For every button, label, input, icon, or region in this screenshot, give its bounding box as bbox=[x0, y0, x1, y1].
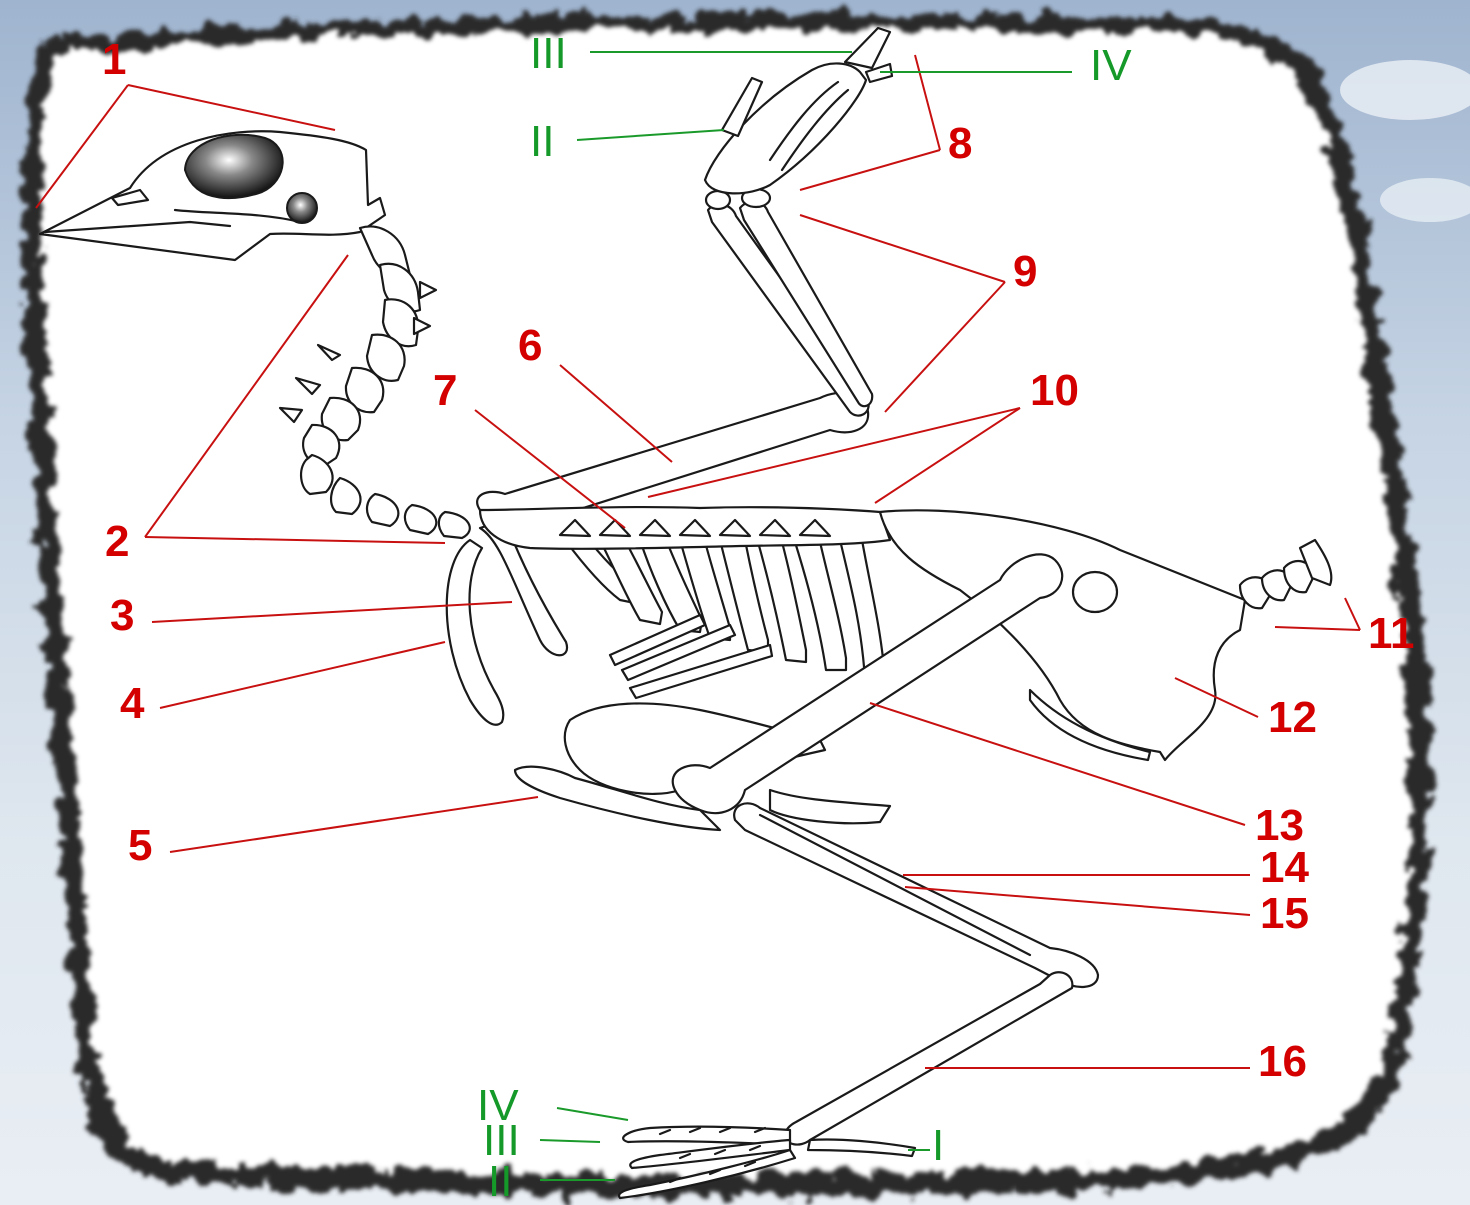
sky-clouds bbox=[1340, 60, 1470, 222]
label-1: 1 bbox=[102, 35, 126, 84]
pelvis-foramen bbox=[1073, 572, 1117, 612]
wing-digit-iii-label: III bbox=[530, 29, 567, 78]
label-3: 3 bbox=[110, 591, 134, 640]
label-7: 7 bbox=[433, 366, 457, 415]
label-14: 14 bbox=[1260, 843, 1309, 892]
foot-digit-i-label: I bbox=[932, 1121, 944, 1170]
label-16: 16 bbox=[1258, 1037, 1307, 1086]
foot-digit-ii-label: II bbox=[488, 1157, 512, 1205]
label-6: 6 bbox=[518, 321, 542, 370]
label-8: 8 bbox=[948, 119, 972, 168]
label-5: 5 bbox=[128, 821, 152, 870]
back-vertebrae bbox=[480, 507, 890, 549]
label-4: 4 bbox=[120, 679, 145, 728]
label-15: 15 bbox=[1260, 889, 1309, 938]
label-10: 10 bbox=[1030, 366, 1079, 415]
label-12: 12 bbox=[1268, 693, 1317, 742]
label-2: 2 bbox=[105, 517, 129, 566]
ear-opening bbox=[287, 193, 317, 223]
wing-digit-iv-label: IV bbox=[1090, 41, 1132, 90]
wing-digit-ii-label: II bbox=[530, 117, 554, 166]
label-9: 9 bbox=[1013, 247, 1037, 296]
label-11: 11 bbox=[1368, 609, 1415, 658]
